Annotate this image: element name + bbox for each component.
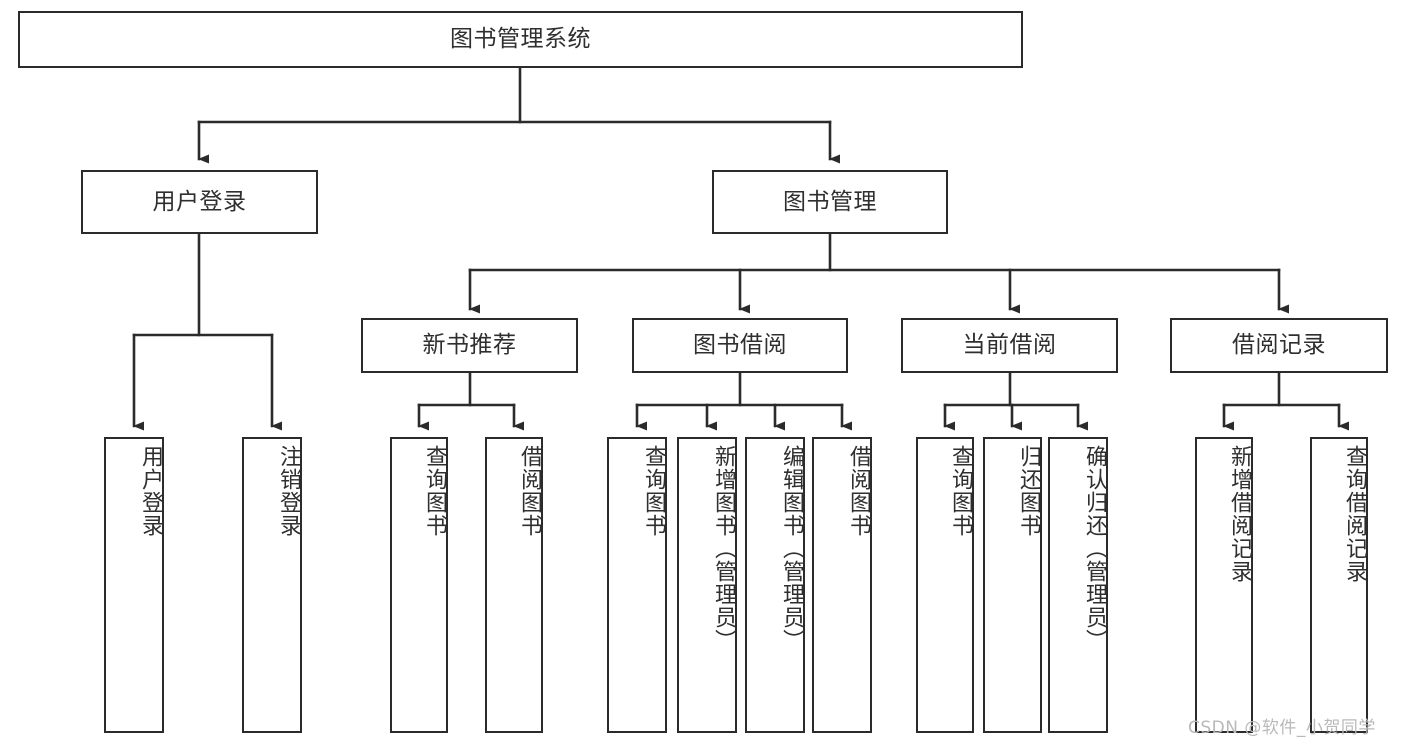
leaf-label: 新增图书（管理员） xyxy=(711,445,736,652)
leaf-label: 借阅图书 xyxy=(846,445,871,537)
leaf-label: 确认归还（管理员） xyxy=(1082,445,1107,652)
leaf-borrow-record-query[interactable]: 查询借阅记录 xyxy=(1310,437,1368,733)
leaf-book-borrow-borrow[interactable]: 借阅图书 xyxy=(812,437,872,733)
leaf-label: 归还图书 xyxy=(1016,445,1041,537)
leaf-book-borrow-add[interactable]: 新增图书（管理员） xyxy=(677,437,737,733)
leaf-label: 查询图书 xyxy=(422,445,447,537)
watermark-text: CSDN @软件_小贺同学 xyxy=(1188,718,1376,738)
node-user-login-label: 用户登录 xyxy=(152,188,247,215)
node-book-management-label: 图书管理 xyxy=(783,188,877,215)
leaf-book-borrow-query[interactable]: 查询图书 xyxy=(607,437,667,733)
leaf-current-borrow-query[interactable]: 查询图书 xyxy=(916,437,974,733)
leaf-user-login-logout[interactable]: 注销登录 xyxy=(242,437,302,733)
leaf-label: 查询图书 xyxy=(948,445,973,537)
node-new-book-recommend-label: 新书推荐 xyxy=(422,332,517,359)
leaf-label: 用户登录 xyxy=(138,445,163,537)
leaf-new-book-query[interactable]: 查询图书 xyxy=(390,437,448,733)
node-borrow-record-label: 借阅记录 xyxy=(1232,332,1326,359)
leaf-label: 借阅图书 xyxy=(517,445,542,537)
node-root-label: 图书管理系统 xyxy=(450,26,591,53)
leaf-label: 注销登录 xyxy=(276,445,301,537)
leaf-label: 新增借阅记录 xyxy=(1227,445,1252,583)
leaf-label: 编辑图书（管理员） xyxy=(779,445,804,652)
leaf-current-borrow-confirm[interactable]: 确认归还（管理员） xyxy=(1048,437,1108,733)
leaf-borrow-record-add[interactable]: 新增借阅记录 xyxy=(1195,437,1253,733)
node-book-management[interactable]: 图书管理 xyxy=(712,170,948,234)
leaf-current-borrow-return[interactable]: 归还图书 xyxy=(983,437,1042,733)
node-new-book-recommend[interactable]: 新书推荐 xyxy=(361,318,578,373)
node-book-borrow[interactable]: 图书借阅 xyxy=(632,318,848,373)
node-current-borrow-label: 当前借阅 xyxy=(962,332,1057,359)
node-current-borrow[interactable]: 当前借阅 xyxy=(901,318,1118,373)
node-borrow-record[interactable]: 借阅记录 xyxy=(1170,318,1388,373)
node-book-borrow-label: 图书借阅 xyxy=(693,332,787,359)
leaf-label: 查询借阅记录 xyxy=(1342,445,1367,583)
leaf-label: 查询图书 xyxy=(641,445,666,537)
leaf-book-borrow-edit[interactable]: 编辑图书（管理员） xyxy=(745,437,805,733)
node-root[interactable]: 图书管理系统 xyxy=(18,11,1023,68)
leaf-new-book-borrow[interactable]: 借阅图书 xyxy=(485,437,543,733)
node-user-login[interactable]: 用户登录 xyxy=(81,170,318,234)
leaf-user-login-login[interactable]: 用户登录 xyxy=(104,437,164,733)
